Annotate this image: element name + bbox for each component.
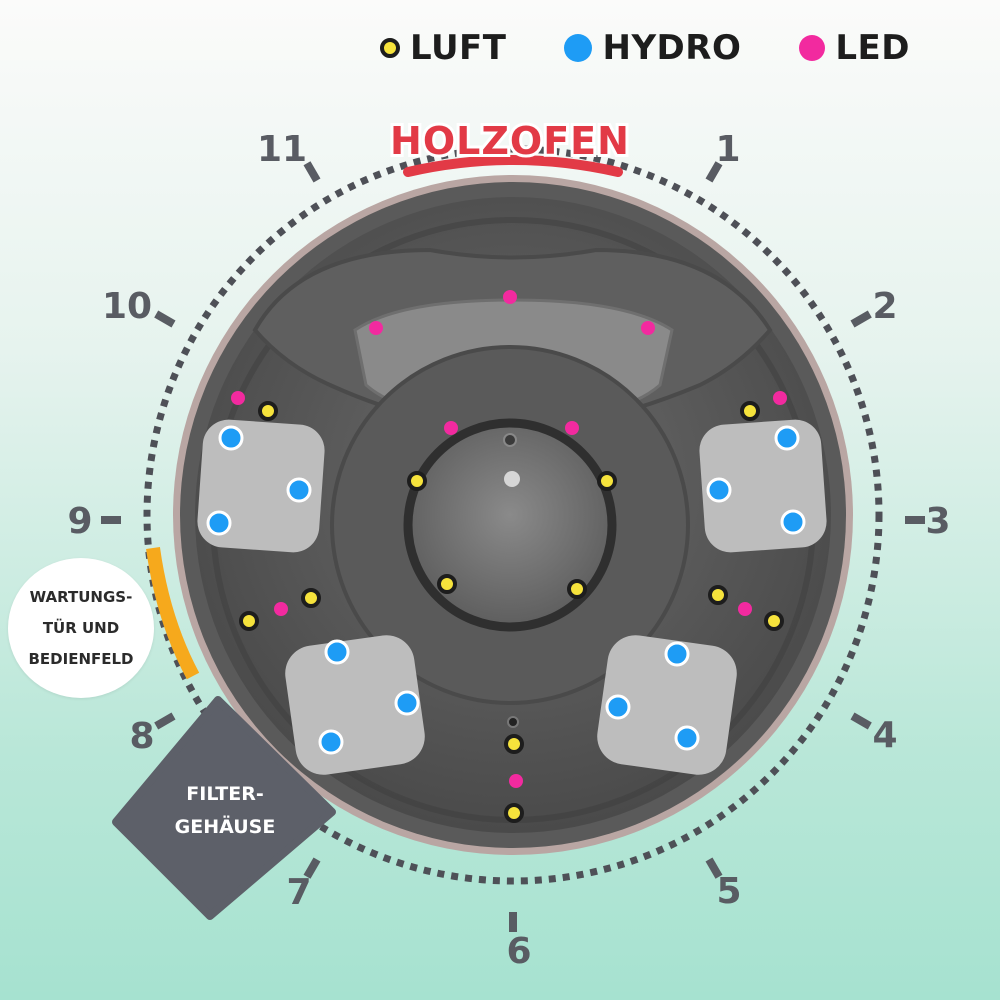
drain-icon xyxy=(504,471,520,487)
legend-item-hydro: HYDRO xyxy=(564,28,741,68)
stove-arc xyxy=(403,155,623,177)
led-light-icon xyxy=(509,774,523,788)
air-jet-icon xyxy=(504,803,524,823)
service-door-bar xyxy=(146,547,200,680)
clock-number-5: 5 xyxy=(716,871,742,912)
clock-tick-1 xyxy=(705,161,723,183)
hydro-jet-icon xyxy=(286,477,312,503)
led-dot-icon xyxy=(799,35,826,61)
clock-number-11: 11 xyxy=(256,129,308,170)
clock-ticks xyxy=(101,161,925,932)
led-light-icon xyxy=(503,290,517,304)
clock-number-6: 6 xyxy=(506,931,532,972)
seat-bottom-right xyxy=(597,635,737,775)
clock-number-1: 1 xyxy=(715,129,741,170)
legend: LUFT HYDRO LED xyxy=(380,26,980,70)
legend-label-led: LED xyxy=(835,28,910,68)
hydro-jet-icon xyxy=(664,641,690,667)
air-jet-icon xyxy=(239,611,259,631)
air-jet-icon xyxy=(407,471,427,491)
air-jet-icon xyxy=(567,579,587,599)
hydro-jet-icon xyxy=(218,425,244,451)
hydro-jet-icon xyxy=(706,477,732,503)
hydro-jet-icon xyxy=(774,425,800,451)
air-jet-icon xyxy=(597,471,617,491)
hydro-jet-icon xyxy=(318,729,344,755)
filter-housing xyxy=(112,696,336,920)
clock-number-2: 2 xyxy=(872,286,898,327)
led-light-icon xyxy=(231,391,245,405)
led-light-icon xyxy=(444,421,458,435)
legend-label-hydro: HYDRO xyxy=(602,28,742,68)
jets-layer xyxy=(206,290,806,823)
air-jet-icon xyxy=(258,401,278,421)
air-jet-dot-icon xyxy=(380,38,400,58)
stove-label: HOLZOFEN xyxy=(390,119,630,163)
legend-label-luft: LUFT xyxy=(410,28,507,68)
dotted-ring xyxy=(143,145,883,885)
air-jet-icon xyxy=(437,574,457,594)
clock-tick-7 xyxy=(303,857,321,879)
air-jet-icon xyxy=(740,401,760,421)
led-light-icon xyxy=(565,421,579,435)
clock-number-9: 9 xyxy=(67,501,93,542)
hydro-jet-icon xyxy=(206,510,232,536)
clock-number-10: 10 xyxy=(101,286,153,327)
filter-housing-label: FILTER- GEHÄUSE xyxy=(174,783,276,838)
air-jet-icon xyxy=(708,585,728,605)
air-jet-icon xyxy=(764,611,784,631)
clock-tick-11 xyxy=(303,161,321,183)
hydro-jet-dot-icon xyxy=(564,34,593,62)
hydro-jet-icon xyxy=(605,694,631,720)
bottom-nozzle-icon xyxy=(507,716,519,728)
led-light-icon xyxy=(641,321,655,335)
hydro-jet-icon xyxy=(674,725,700,751)
clock-tick-4 xyxy=(850,712,872,730)
hydro-jet-icon xyxy=(394,690,420,716)
top-nozzle-icon xyxy=(503,433,517,447)
clock-number-7: 7 xyxy=(286,872,312,913)
legend-item-led: LED xyxy=(799,28,910,68)
led-light-icon xyxy=(773,391,787,405)
clock-tick-10 xyxy=(154,310,176,328)
hydro-jet-icon xyxy=(324,639,350,665)
led-light-icon xyxy=(274,602,288,616)
clock-tick-2 xyxy=(850,310,872,328)
clock-number-3: 3 xyxy=(925,501,951,542)
clock-number-8: 8 xyxy=(129,716,155,757)
service-door-badge: WARTUNGS- TÜR UND BEDIENFELD xyxy=(8,558,154,698)
service-door-label: WARTUNGS- TÜR UND BEDIENFELD xyxy=(28,587,134,668)
footwell xyxy=(403,418,617,632)
hydro-jet-icon xyxy=(780,509,806,535)
led-light-icon xyxy=(369,321,383,335)
led-light-icon xyxy=(738,602,752,616)
air-jet-icon xyxy=(504,734,524,754)
legend-item-luft: LUFT xyxy=(380,28,506,68)
air-jet-icon xyxy=(301,588,321,608)
clock-number-4: 4 xyxy=(872,715,898,756)
clock-tick-8 xyxy=(154,712,176,730)
clock-tick-5 xyxy=(705,857,723,879)
